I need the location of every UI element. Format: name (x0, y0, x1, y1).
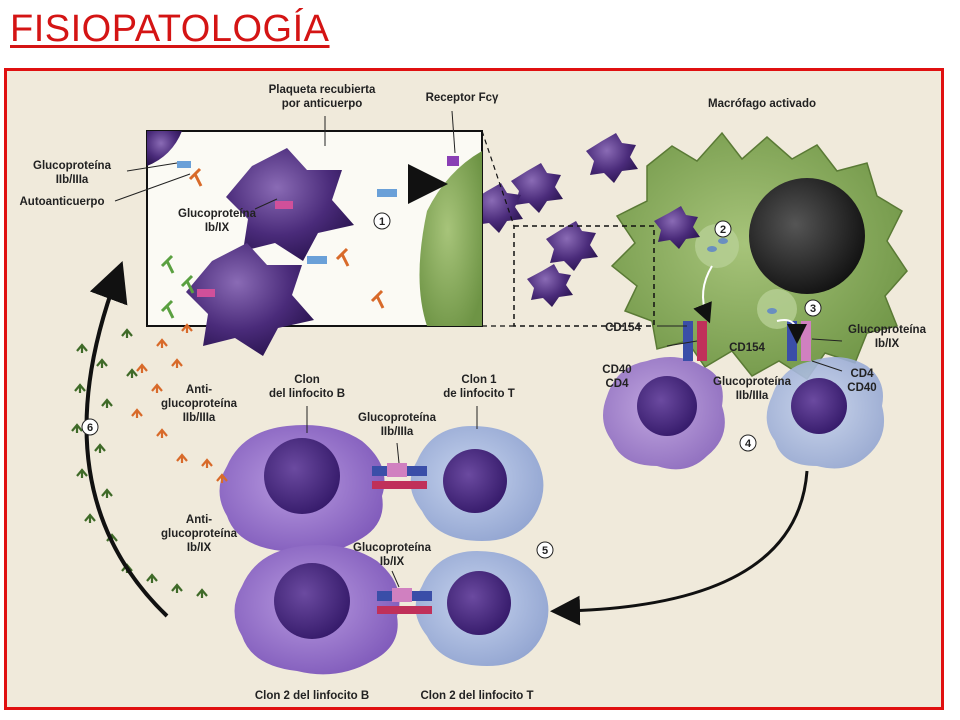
label-gp-mid-2: IIb/IIIa (736, 390, 769, 402)
label-gp-right-2: Ib/IX (875, 338, 900, 350)
label-anti-gp1b9-3: Ib/IX (187, 542, 212, 554)
diagram-labels: Plaqueta recubierta por anticuerpo Recep… (20, 84, 927, 702)
label-clon2-t: Clon 2 del linfocito T (420, 690, 533, 702)
label-gp-lower-2: Ib/IX (380, 556, 405, 568)
step-1: 1 (379, 216, 385, 228)
label-clon-b-1: Clon (294, 374, 320, 386)
step-4: 4 (745, 438, 752, 450)
pathophysiology-diagram: 1 2 3 4 5 6 Plaqueta recubierta por anti… (20, 84, 927, 702)
label-gp1b9-2: Ib/IX (205, 222, 230, 234)
diagram-frame: 1 2 3 4 5 6 Plaqueta recubierta por anti… (4, 68, 944, 710)
step-2: 2 (720, 224, 726, 236)
step-6: 6 (87, 422, 93, 434)
label-cd4-b: CD4 (850, 368, 874, 380)
label-gp-lower-1: Glucoproteína (353, 542, 432, 554)
macrophage-nucleus (749, 178, 865, 294)
step-markers: 1 2 3 4 5 6 (81, 212, 822, 559)
label-gp-mid-1: Glucoproteína (713, 376, 792, 388)
phagosome-3 (757, 289, 797, 329)
label-plaqueta-2: por anticuerpo (282, 98, 363, 110)
label-anti-gp2b3a-1: Anti- (186, 384, 212, 396)
label-clon-t1-2: de linfocito T (443, 388, 515, 400)
label-gp-center-1: Glucoproteína (358, 412, 437, 424)
step-5: 5 (542, 545, 548, 557)
label-cd40-b: CD40 (847, 382, 876, 394)
label-cd40-a: CD40 (602, 364, 631, 376)
label-anti-gp2b3a-2: glucoproteína (161, 398, 238, 410)
page-title: FISIOPATOLOGÍA (10, 8, 330, 50)
label-cd154-b: CD154 (729, 342, 765, 354)
label-clon-t1-1: Clon 1 (461, 374, 497, 386)
label-gp2b3a-2: IIb/IIIa (56, 174, 89, 186)
label-anti-gp1b9-1: Anti- (186, 514, 212, 526)
label-autoanticuerpo: Autoanticuerpo (20, 196, 105, 208)
label-anti-gp2b3a-3: IIb/IIIa (183, 412, 216, 424)
step-3: 3 (810, 303, 816, 315)
label-anti-gp1b9-2: glucoproteína (161, 528, 238, 540)
label-gp1b9-1: Glucoproteína (178, 208, 257, 220)
antibody-cloud-orange (131, 323, 228, 483)
glycoprotein-receptor (177, 161, 191, 168)
label-plaqueta-1: Plaqueta recubierta (269, 84, 376, 96)
label-gp2b3a-1: Glucoproteína (33, 160, 112, 172)
fc-receptor (447, 156, 459, 166)
label-receptor-fc: Receptor Fcγ (426, 92, 499, 104)
label-clon-b-2: del linfocito B (269, 388, 345, 400)
label-cd4-a: CD4 (605, 378, 629, 390)
label-gp-center-2: IIb/IIIa (381, 426, 414, 438)
label-cd154-a: CD154 (605, 322, 641, 334)
label-gp-right-1: Glucoproteína (848, 324, 927, 336)
cell-pair-4 (603, 321, 885, 470)
platelets-group (471, 133, 700, 307)
label-clon2-b: Clon 2 del linfocito B (255, 690, 369, 702)
platelet-2 (186, 243, 314, 356)
label-macrofago: Macrófago activado (708, 98, 816, 110)
autoantibody (188, 167, 203, 187)
feedback-arrow-6 (84, 261, 169, 618)
activation-arrow (550, 470, 809, 626)
cell-pair-b-t1 (219, 425, 544, 555)
zoom-region (513, 225, 655, 327)
inset-box (146, 130, 483, 356)
cell-pair-b2-t2 (234, 545, 549, 675)
